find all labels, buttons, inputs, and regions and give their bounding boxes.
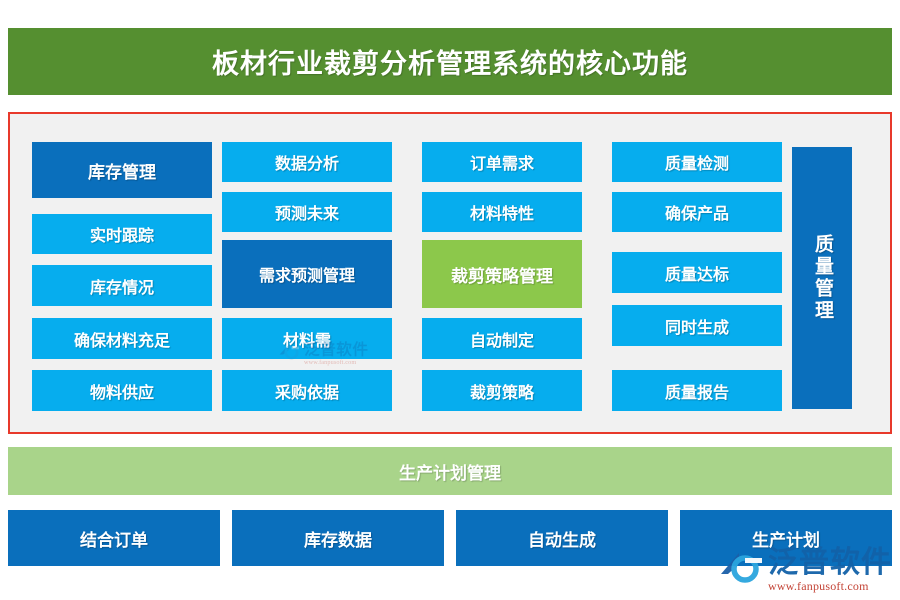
function-box-label: 需求预测管理 xyxy=(258,268,355,285)
function-box[interactable]: 库存情况 xyxy=(32,265,212,306)
function-box-label: 实时跟踪 xyxy=(89,228,154,245)
function-box-label: 裁剪策略管理 xyxy=(451,266,553,286)
function-box[interactable]: 材料特性 xyxy=(422,192,582,232)
function-box-label: 库存情况 xyxy=(89,279,154,297)
function-box[interactable]: 确保材料充足 xyxy=(32,318,212,359)
page-title: 板材行业裁剪分析管理系统的核心功能 xyxy=(212,49,688,79)
function-box[interactable]: 订单需求 xyxy=(422,142,582,182)
production-plan-item-label: 生产计划 xyxy=(752,530,820,550)
function-box-label: 数据分析 xyxy=(274,156,339,173)
function-box-label: 订单需求 xyxy=(469,156,534,173)
production-plan-item-label: 结合订单 xyxy=(80,530,148,550)
function-box[interactable]: 材料需 xyxy=(222,318,392,359)
function-box[interactable]: 自动制定 xyxy=(422,318,582,359)
production-plan-item[interactable]: 自动生成 xyxy=(456,510,668,566)
function-box-label: 材料需 xyxy=(282,332,331,350)
function-box[interactable]: 质量达标 xyxy=(612,252,782,293)
function-box[interactable]: 物料供应 xyxy=(32,370,212,411)
function-box-label: 确保材料充足 xyxy=(73,332,170,350)
function-columns: 库存管理实时跟踪库存情况确保材料充足物料供应 数据分析预测未来需求预测管理材料需采… xyxy=(10,114,890,432)
production-plan-item-label: 自动生成 xyxy=(528,530,596,550)
function-box-label: 预测未来 xyxy=(274,206,339,223)
production-plan-item[interactable]: 库存数据 xyxy=(232,510,444,566)
function-box-label: 自动制定 xyxy=(469,332,534,350)
quality-management-bar[interactable]: 质量管理 xyxy=(792,147,852,409)
production-plan-banner: 生产计划管理 xyxy=(8,447,892,495)
function-box-label: 质量达标 xyxy=(664,266,729,284)
function-box[interactable]: 数据分析 xyxy=(222,142,392,182)
function-box-label: 裁剪策略 xyxy=(469,384,534,402)
function-box-label: 同时生成 xyxy=(664,319,729,337)
production-plan-item-label: 库存数据 xyxy=(304,530,372,550)
function-box[interactable]: 裁剪策略管理 xyxy=(422,240,582,308)
function-box-label: 物料供应 xyxy=(89,384,154,402)
function-box-label: 确保产品 xyxy=(664,206,729,223)
function-box-label: 质量报告 xyxy=(664,384,729,402)
production-plan-items: 结合订单 库存数据 自动生成 生产计划 xyxy=(8,510,892,566)
function-box[interactable]: 需求预测管理 xyxy=(222,240,392,308)
function-box-label: 采购依据 xyxy=(274,384,339,402)
page-title-banner: 板材行业裁剪分析管理系统的核心功能 xyxy=(8,28,892,95)
production-plan-item[interactable]: 结合订单 xyxy=(8,510,220,566)
function-box[interactable]: 库存管理 xyxy=(32,142,212,198)
function-box[interactable]: 同时生成 xyxy=(612,305,782,346)
watermark-url: www.fanpusoft.com xyxy=(768,579,869,593)
core-functions-frame: 库存管理实时跟踪库存情况确保材料充足物料供应 数据分析预测未来需求预测管理材料需采… xyxy=(8,112,892,434)
function-box[interactable]: 实时跟踪 xyxy=(32,214,212,254)
function-box[interactable]: 预测未来 xyxy=(222,192,392,232)
function-box-label: 库存管理 xyxy=(88,162,156,182)
function-box[interactable]: 质量检测 xyxy=(612,142,782,182)
function-box[interactable]: 质量报告 xyxy=(612,370,782,411)
function-box-label: 材料特性 xyxy=(469,206,534,223)
function-box[interactable]: 确保产品 xyxy=(612,192,782,232)
function-box-label: 质量检测 xyxy=(664,156,729,173)
production-plan-item[interactable]: 生产计划 xyxy=(680,510,892,566)
quality-management-bar-label: 质量管理 xyxy=(811,234,833,322)
function-box[interactable]: 采购依据 xyxy=(222,370,392,411)
production-plan-banner-label: 生产计划管理 xyxy=(399,463,501,483)
function-box[interactable]: 裁剪策略 xyxy=(422,370,582,411)
